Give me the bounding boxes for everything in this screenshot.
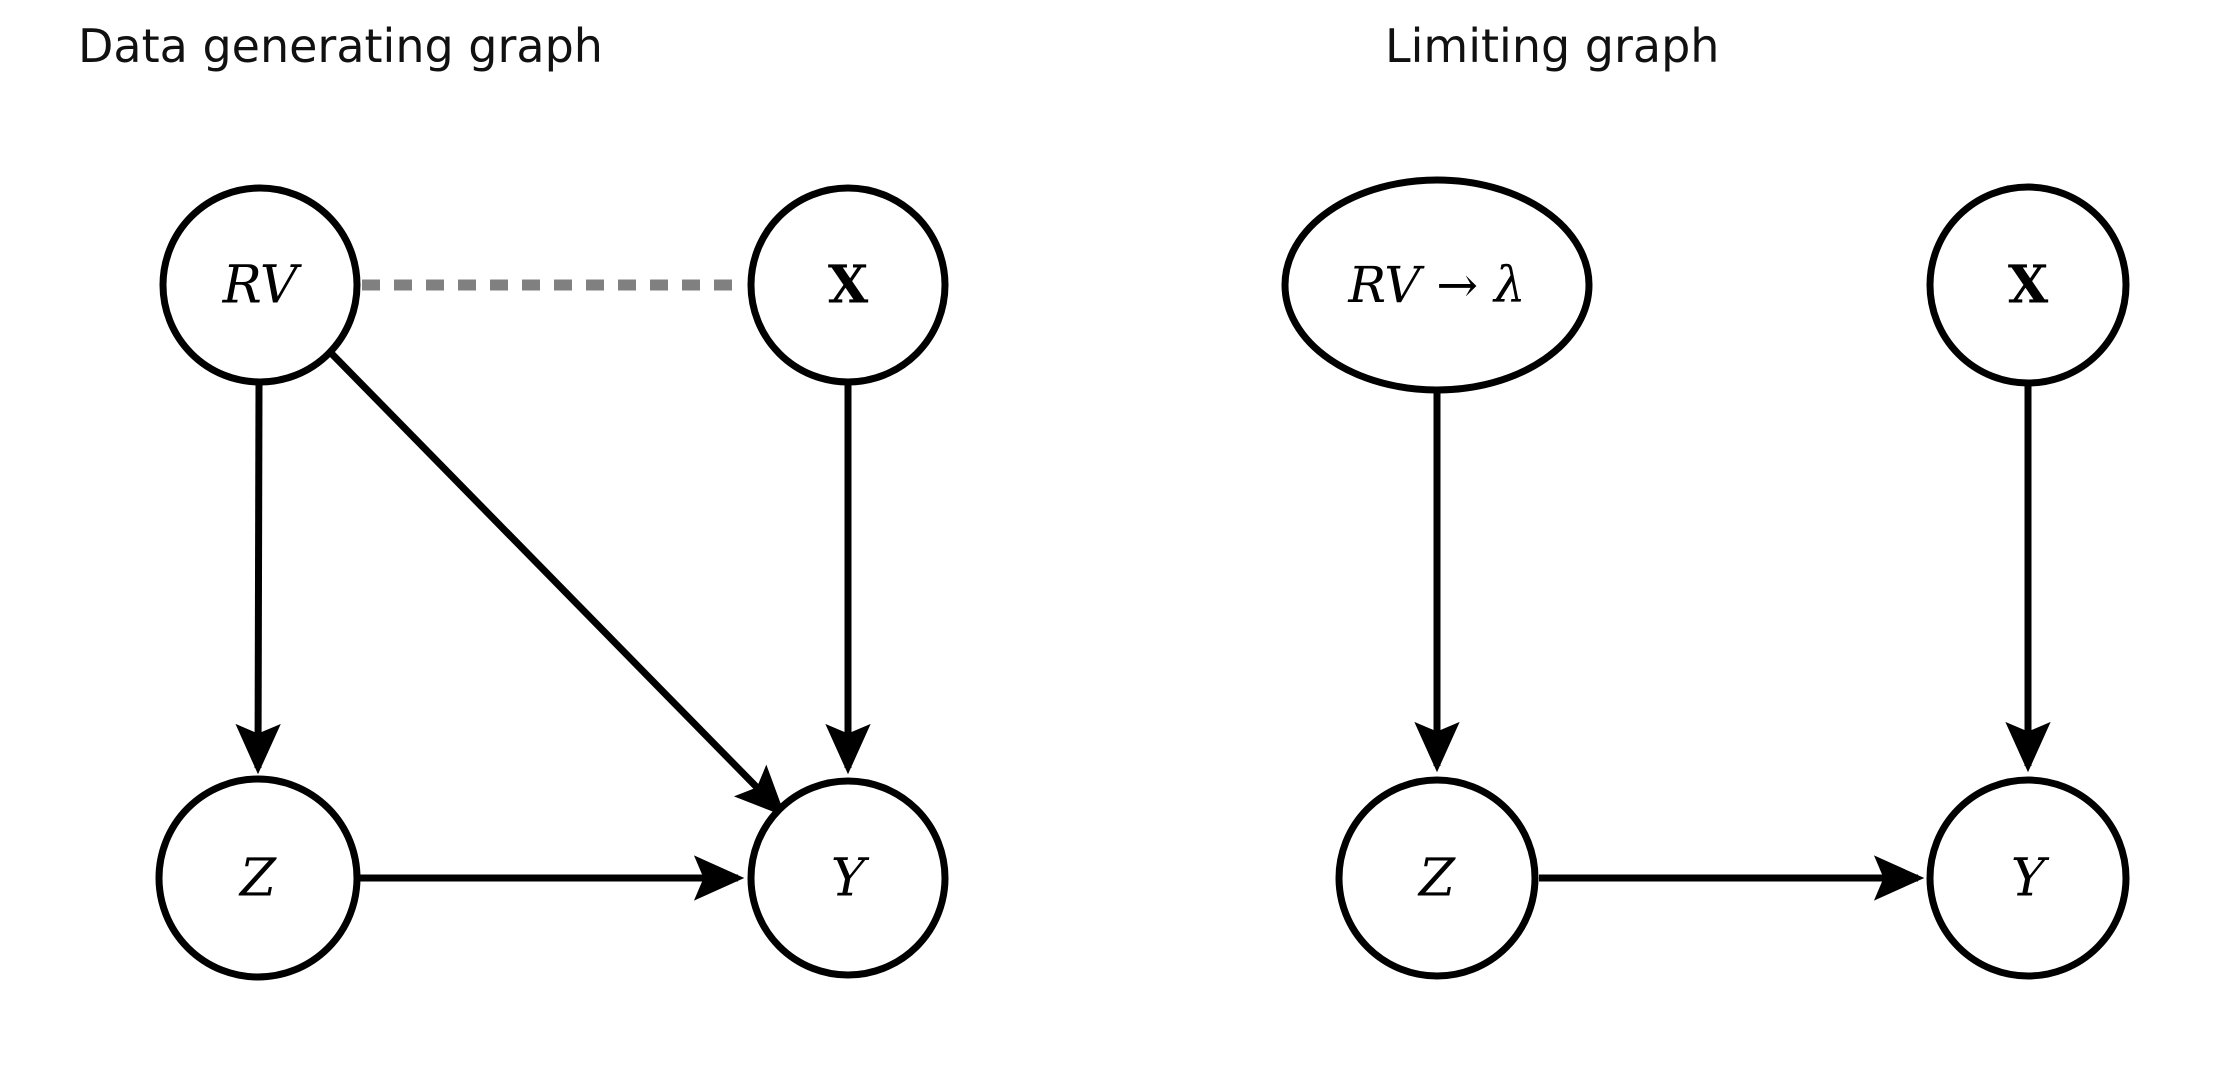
edge-group-right — [1414, 385, 2051, 901]
panel-data-generating-graph: Data generating graph RV — [78, 19, 949, 981]
edge-group-left — [235, 279, 871, 901]
node-rv-circle[interactable] — [159, 184, 361, 386]
node-x[interactable]: X — [747, 184, 949, 386]
edge-rv-to-z — [235, 384, 281, 775]
node-x-circle[interactable] — [747, 184, 949, 386]
node-x2[interactable]: X — [1926, 183, 2130, 387]
panel-title-data-generating-graph: Data generating graph — [78, 19, 603, 73]
node-y[interactable]: Y — [747, 777, 949, 979]
node-y-label: Y — [831, 849, 870, 909]
node-rv-label: RV — [222, 256, 302, 316]
node-z-circle[interactable] — [155, 775, 361, 981]
node-rv-lambda-label: RV → λ — [1347, 256, 1525, 314]
panel-limiting-graph: Limiting graph RV → λ X Z — [1281, 19, 2130, 980]
node-rv-lambda[interactable]: RV → λ — [1281, 176, 1593, 394]
node-z2-circle[interactable] — [1335, 776, 1539, 980]
node-y2-circle[interactable] — [1926, 776, 2130, 980]
node-y-circle[interactable] — [747, 777, 949, 979]
node-y2-label: Y — [2011, 849, 2050, 909]
node-x2-label: X — [2008, 255, 2049, 316]
node-x2-circle[interactable] — [1926, 183, 2130, 387]
node-rv-lambda-ellipse[interactable] — [1281, 176, 1593, 394]
edge-rv-to-y — [327, 349, 786, 817]
panel-title-limiting-graph: Limiting graph — [1385, 19, 1719, 73]
node-z2-label: Z — [1417, 849, 1456, 909]
node-z-label: Z — [238, 849, 277, 909]
node-y2[interactable]: Y — [1926, 776, 2130, 980]
node-x-label: X — [828, 255, 869, 316]
node-z2[interactable]: Z — [1335, 776, 1539, 980]
node-rv[interactable]: RV — [159, 184, 361, 386]
node-z[interactable]: Z — [155, 775, 361, 981]
